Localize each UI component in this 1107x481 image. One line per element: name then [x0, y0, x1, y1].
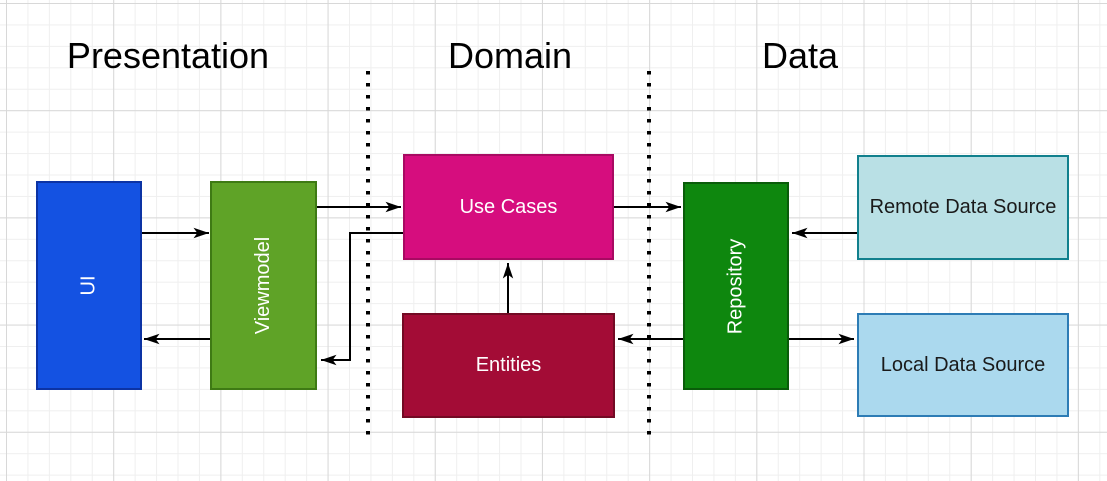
node-local-data-source[interactable]: Local Data Source: [857, 313, 1069, 417]
node-entities-label: Entities: [475, 354, 542, 376]
node-ui[interactable]: UI: [36, 181, 142, 390]
section-title-presentation: Presentation: [66, 35, 270, 76]
node-viewmodel[interactable]: Viewmodel: [210, 181, 317, 390]
node-repository[interactable]: Repository: [683, 182, 789, 390]
node-use-cases-label: Use Cases: [459, 195, 558, 218]
node-viewmodel-label: Viewmodel: [252, 236, 274, 335]
node-remote-data-source[interactable]: Remote Data Source: [857, 155, 1069, 260]
node-local-data-source-label: Local Data Source: [880, 353, 1046, 376]
node-use-cases[interactable]: Use Cases: [403, 154, 614, 260]
node-remote-data-source-label: Remote Data Source: [869, 196, 1057, 218]
edge-use-cases-to-viewmodel: [321, 232, 403, 366]
node-ui-label: UI: [77, 275, 100, 296]
node-entities[interactable]: Entities: [402, 313, 615, 418]
section-title-data: Data: [761, 35, 839, 76]
divider-domain-data: [647, 71, 651, 443]
node-repository-label: Repository: [724, 238, 747, 334]
section-title-domain: Domain: [447, 35, 573, 76]
divider-presentation-domain: [366, 71, 370, 443]
